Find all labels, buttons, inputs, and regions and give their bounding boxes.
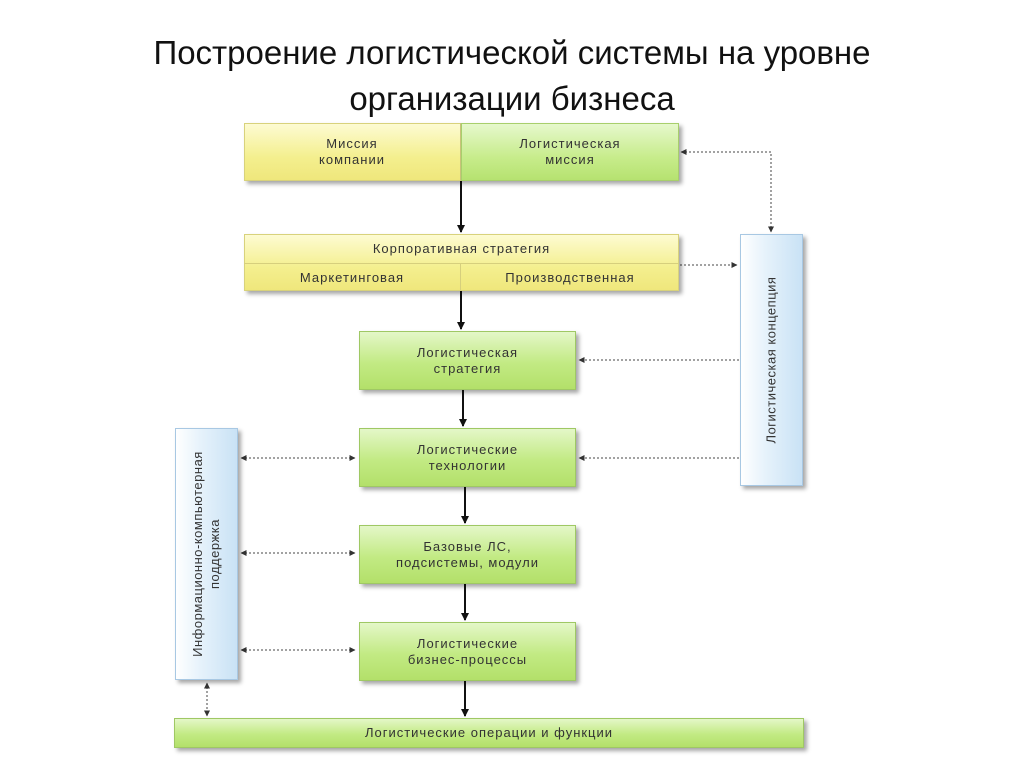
logistic-concept-box xyxy=(740,234,803,486)
logistic-mission-fill xyxy=(461,123,679,181)
link-concept-to-mission xyxy=(680,149,774,233)
title-line-1: Построение логистической системы на уров… xyxy=(153,34,871,71)
logistic-strategy-box: Логистическая стратегия xyxy=(359,331,576,390)
info-support-box xyxy=(175,428,238,680)
logistic-concept-label: Логистическая концепция xyxy=(763,276,779,444)
logistic-mission-box: Логистическая миссия xyxy=(519,136,621,167)
business-processes-box: Логистические бизнес-процессы xyxy=(359,622,576,681)
base-ls-box: Базовые ЛС, подсистемы, модули xyxy=(359,525,576,584)
operations-bar: Логистические операции и функции xyxy=(174,718,804,748)
title-line-2: организации бизнеса xyxy=(349,80,675,117)
mission-divider xyxy=(460,123,461,181)
production-label: Производственная xyxy=(505,269,635,285)
mission-company-box: Миссия компании xyxy=(319,136,385,167)
corporate-strategy-block xyxy=(244,234,679,291)
logistic-technologies-box: Логистические технологии xyxy=(359,428,576,487)
marketing-label: Маркетинговая xyxy=(299,269,405,285)
corporate-strategy-vdivider xyxy=(460,263,461,291)
page-title: Построение логистической системы на уров… xyxy=(0,30,1024,122)
corporate-strategy-label: Корпоративная стратегия xyxy=(372,240,551,256)
corporate-strategy-hdivider xyxy=(244,263,679,264)
info-support-label: Информационно-компьютерная поддержка xyxy=(190,451,222,657)
